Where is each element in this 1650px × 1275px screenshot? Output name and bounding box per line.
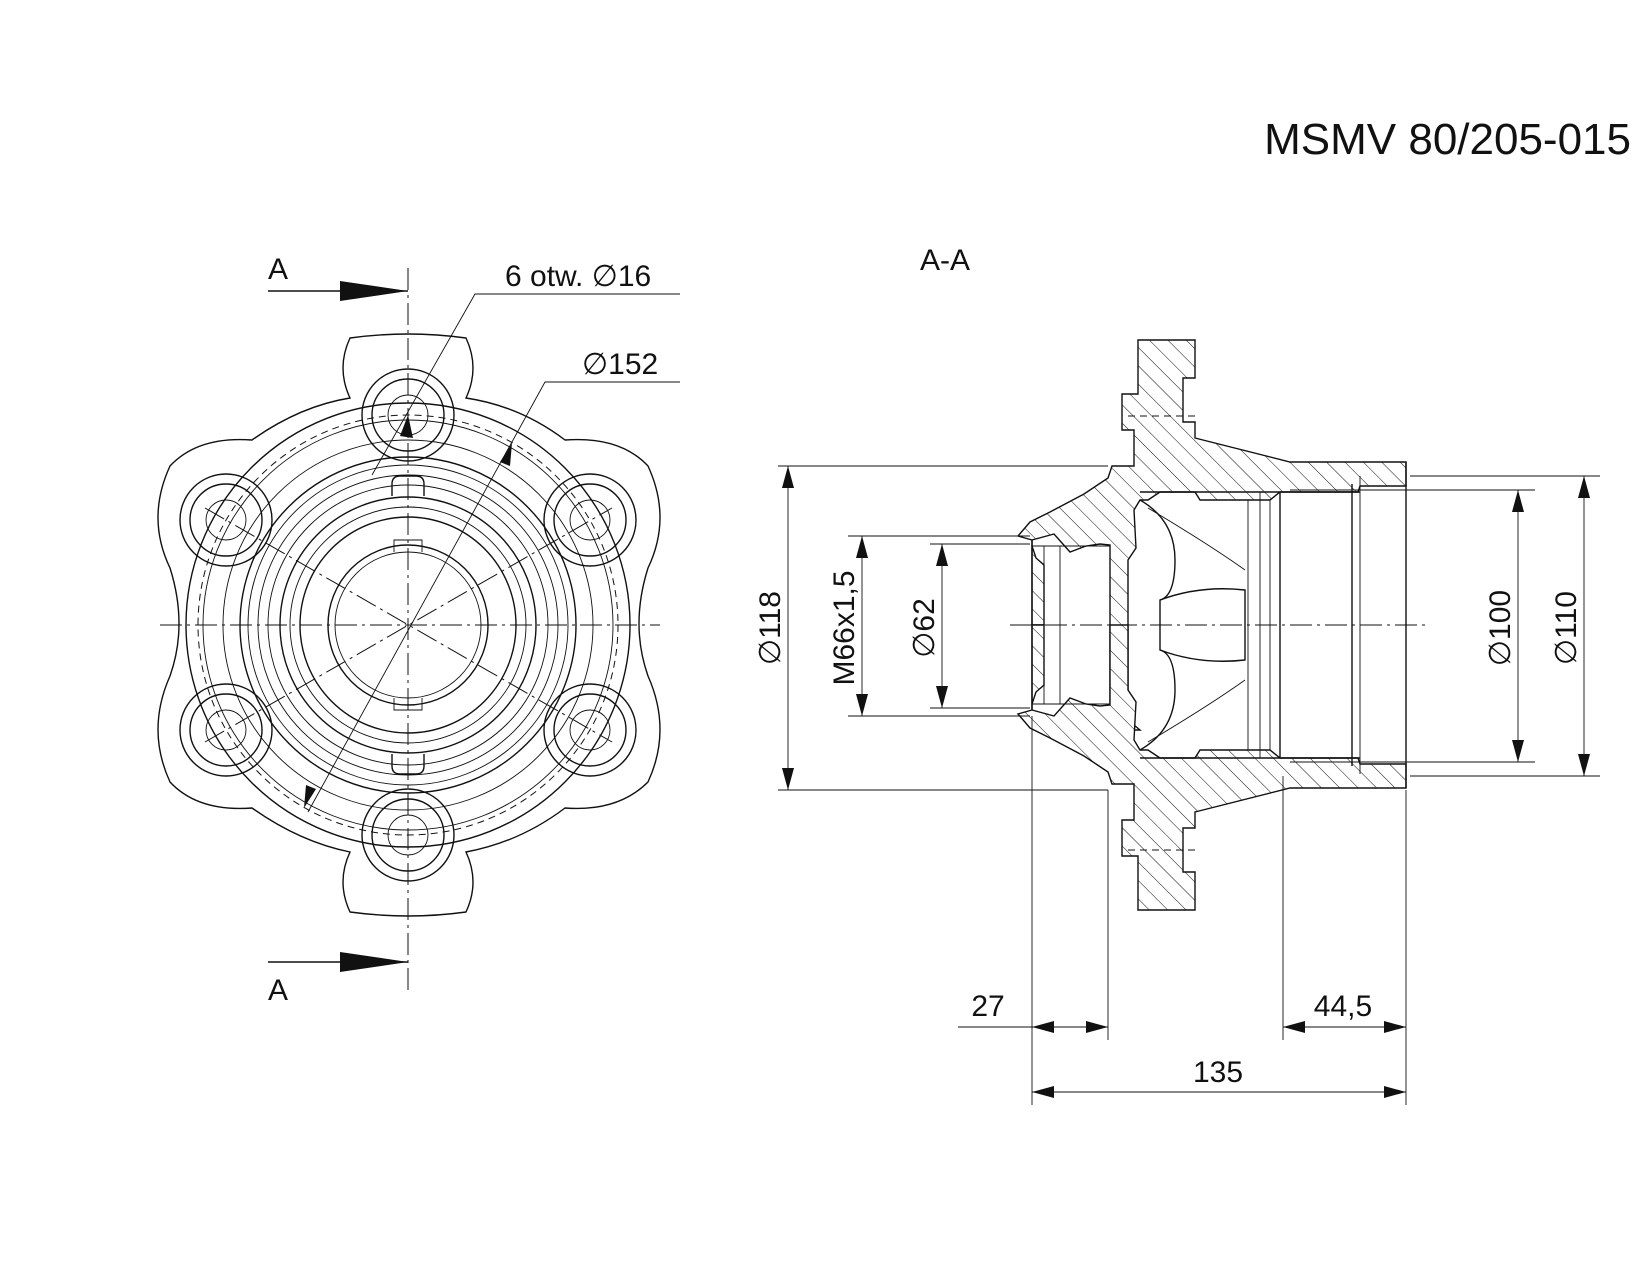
dim-27-label: 27 xyxy=(971,990,1004,1023)
dim-110-arrow-bottom xyxy=(1578,754,1590,776)
pitch-leader-arrow-bottom xyxy=(304,785,316,808)
dim-62-label: ∅62 xyxy=(908,598,941,658)
section-mark-bottom: A xyxy=(268,974,288,1007)
pitch-leader xyxy=(307,381,680,813)
section-view: A-A xyxy=(754,244,1600,1105)
dim-118-label: ∅118 xyxy=(754,591,787,665)
dim-110-arrow-top xyxy=(1578,476,1590,498)
dim-135-arrow-left xyxy=(1032,1086,1054,1098)
bolt-hole-3 xyxy=(543,683,637,777)
dim-44-arrow-right xyxy=(1384,1021,1406,1033)
dim-44-label: 44,5 xyxy=(1314,990,1372,1023)
dim-thread-label: M66x1,5 xyxy=(828,570,861,685)
holes-label: 6 otw. ∅16 xyxy=(505,260,651,293)
hole-axis-a xyxy=(204,507,613,743)
bore-key-top xyxy=(391,475,425,496)
inner-curve-4 xyxy=(1147,679,1246,743)
drawing-title: MSMV 80/205-015 xyxy=(1264,115,1631,164)
dim-62-arrow-top xyxy=(936,544,948,566)
section-view-label: A-A xyxy=(920,244,970,277)
section-upper-body xyxy=(1016,339,1407,731)
inner-curve-3 xyxy=(1147,507,1246,571)
dim-135-label: 135 xyxy=(1193,1056,1243,1089)
bolt-hole-2 xyxy=(543,473,637,567)
dim-118-arrow-bottom xyxy=(782,768,794,790)
dim-62-arrow-bottom xyxy=(936,686,948,708)
dim-44-arrow-left xyxy=(1283,1021,1305,1033)
front-view: A A 6 otw. ∅16 ∅152 xyxy=(157,253,680,1007)
section-lower-body xyxy=(1016,624,1407,911)
bolt-hole-6 xyxy=(179,473,273,567)
dim-100-arrow-top xyxy=(1512,490,1524,512)
dim-m66-arrow-bottom xyxy=(856,694,868,716)
section-arrow-top-head xyxy=(340,281,408,301)
flange-outline xyxy=(157,333,661,917)
dim-100-arrow-bottom xyxy=(1512,740,1524,762)
dim-118-arrow-top xyxy=(782,466,794,488)
pitch-leader-arrow-top xyxy=(500,443,512,466)
section-arrow-bottom-head xyxy=(340,952,408,972)
section-mark-top: A xyxy=(268,253,288,286)
dim-100-label: ∅100 xyxy=(1484,590,1517,666)
dim-27-arrow-left xyxy=(1032,1021,1054,1033)
dim-135-arrow-right xyxy=(1384,1086,1406,1098)
pitch-diameter-label: ∅152 xyxy=(582,348,658,381)
dim-110-label: ∅110 xyxy=(1550,591,1583,665)
inner-curve-2 xyxy=(1159,588,1246,662)
dim-27-arrow-right xyxy=(1086,1021,1108,1033)
bolt-hole-5 xyxy=(179,683,273,777)
holes-leader xyxy=(371,293,680,476)
holes-leader-arrow xyxy=(400,415,413,438)
dim-m66-arrow-top xyxy=(856,536,868,558)
hole-axis-b xyxy=(204,507,613,743)
